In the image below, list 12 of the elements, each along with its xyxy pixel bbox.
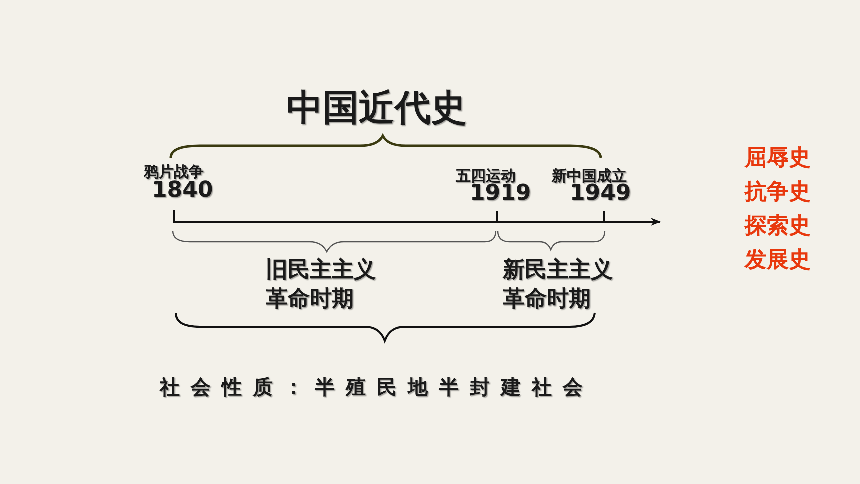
event-label: 新中国成立 bbox=[552, 167, 627, 185]
history-label: 发展史 bbox=[745, 247, 811, 275]
title: 中国近代史 bbox=[287, 87, 467, 131]
event-label: 鸦片战争 bbox=[144, 163, 204, 181]
period-label: 旧民主主义革命时期 bbox=[266, 256, 377, 314]
history-label: 探索史 bbox=[745, 213, 811, 241]
history-label: 抗争史 bbox=[745, 179, 811, 207]
society-label: 社会性质：半殖民地半封建社会 bbox=[160, 374, 594, 401]
period-label: 新民主主义革命时期 bbox=[503, 256, 614, 314]
year-label: 1840 bbox=[152, 178, 214, 203]
event-label: 五四运动 bbox=[456, 167, 516, 185]
history-label: 屈辱史 bbox=[745, 145, 811, 173]
